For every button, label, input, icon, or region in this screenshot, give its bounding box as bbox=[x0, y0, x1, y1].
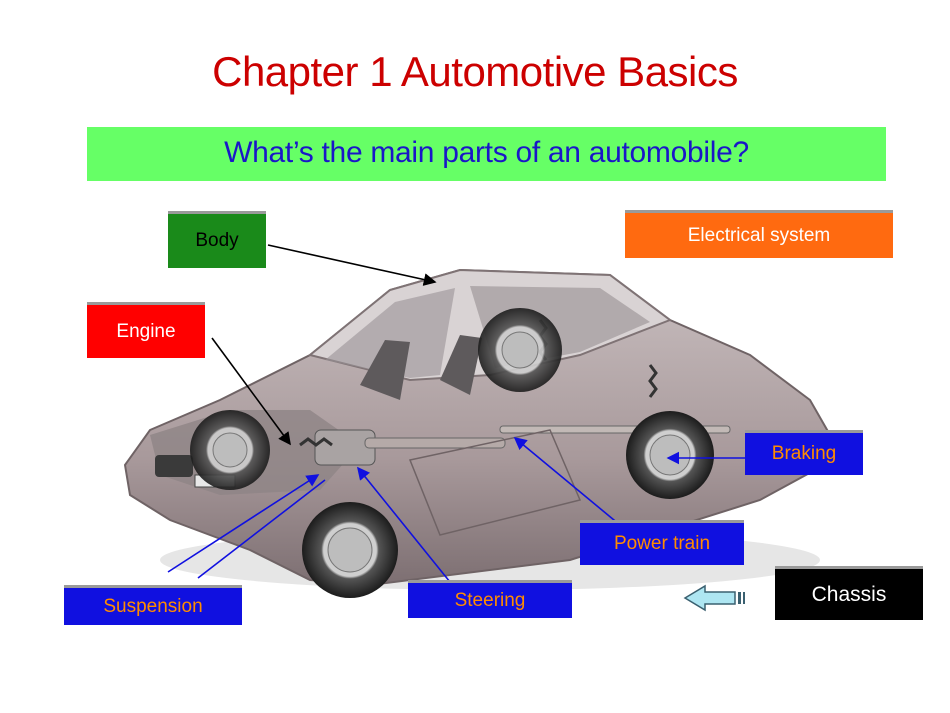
car-cutaway-illustration bbox=[123, 268, 832, 598]
label-electrical-system: Electrical system bbox=[625, 210, 893, 258]
label-suspension: Suspension bbox=[64, 585, 242, 625]
left-arrow-icon bbox=[683, 584, 745, 612]
label-braking: Braking bbox=[745, 430, 863, 475]
label-chassis: Chassis bbox=[775, 566, 923, 620]
label-steering: Steering bbox=[408, 580, 572, 618]
subtitle-banner bbox=[87, 127, 886, 181]
slide-title: Chapter 1 Automotive Basics bbox=[212, 48, 738, 95]
label-engine: Engine bbox=[87, 302, 205, 358]
label-power-train: Power train bbox=[580, 520, 744, 565]
label-body: Body bbox=[168, 211, 266, 268]
slide-subtitle: What’s the main parts of an automobile? bbox=[224, 136, 749, 169]
